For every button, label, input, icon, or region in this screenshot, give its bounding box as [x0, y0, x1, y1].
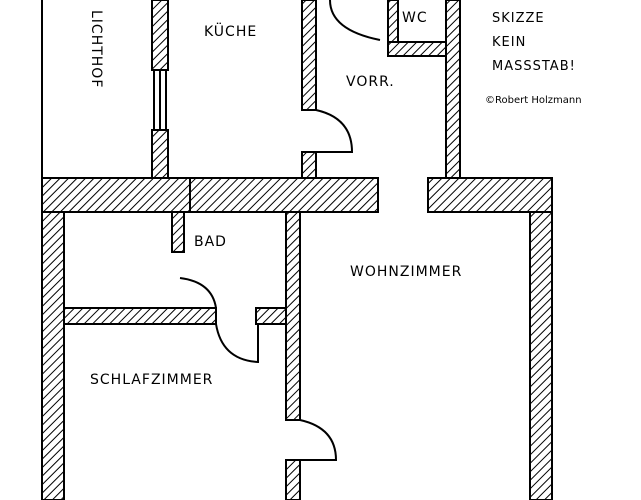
copyright-note: ©Robert Holzmann [485, 95, 582, 106]
door-schlafzimmer [215, 323, 259, 364]
wall-living-left-bottom [285, 459, 301, 500]
wall-kitchen-left-top [151, 0, 169, 71]
wall-kitchen-right-bottom [301, 151, 317, 179]
note-line-2: KEIN [492, 35, 526, 50]
room-label-bad: BAD [194, 234, 227, 250]
room-label-vorr: VORR. [346, 74, 395, 90]
wall-main-horizontal-right [427, 177, 553, 213]
wall-right-outer [529, 211, 553, 500]
wall-kitchen-right-top [301, 0, 317, 111]
wall-main-horizontal-mid [189, 177, 379, 213]
wall-group [41, 0, 553, 500]
wall-living-left-top [285, 211, 301, 421]
lichthof-outline [41, 0, 167, 178]
wall-right-upper [445, 0, 461, 179]
door-wc [329, 0, 381, 41]
room-label-wohnzimmer: WOHNZIMMER [350, 264, 462, 280]
room-label-lichthof: LICHTHOF [88, 10, 104, 88]
wall-kitchen-left-bottom [151, 129, 169, 179]
room-label-schlafzimmer: SCHLAFZIMMER [90, 372, 213, 388]
note-line-3: MASSSTAB! [492, 59, 576, 74]
note-line-1: SKIZZE [492, 11, 545, 26]
wall-bad-bottom-right [255, 307, 289, 325]
wall-bad-bottom [63, 307, 217, 325]
wall-left-outer [41, 211, 65, 500]
wall-main-horizontal-left [41, 177, 191, 213]
door-group [179, 0, 381, 461]
room-label-kueche: KÜCHE [204, 22, 257, 40]
door-wohnzimmer [299, 419, 338, 461]
room-label-wc: WC [402, 10, 428, 26]
door-bad [179, 277, 217, 309]
wall-bad-left [171, 211, 185, 253]
door-kitchen [315, 109, 354, 153]
wall-wc-bottom [387, 41, 447, 57]
